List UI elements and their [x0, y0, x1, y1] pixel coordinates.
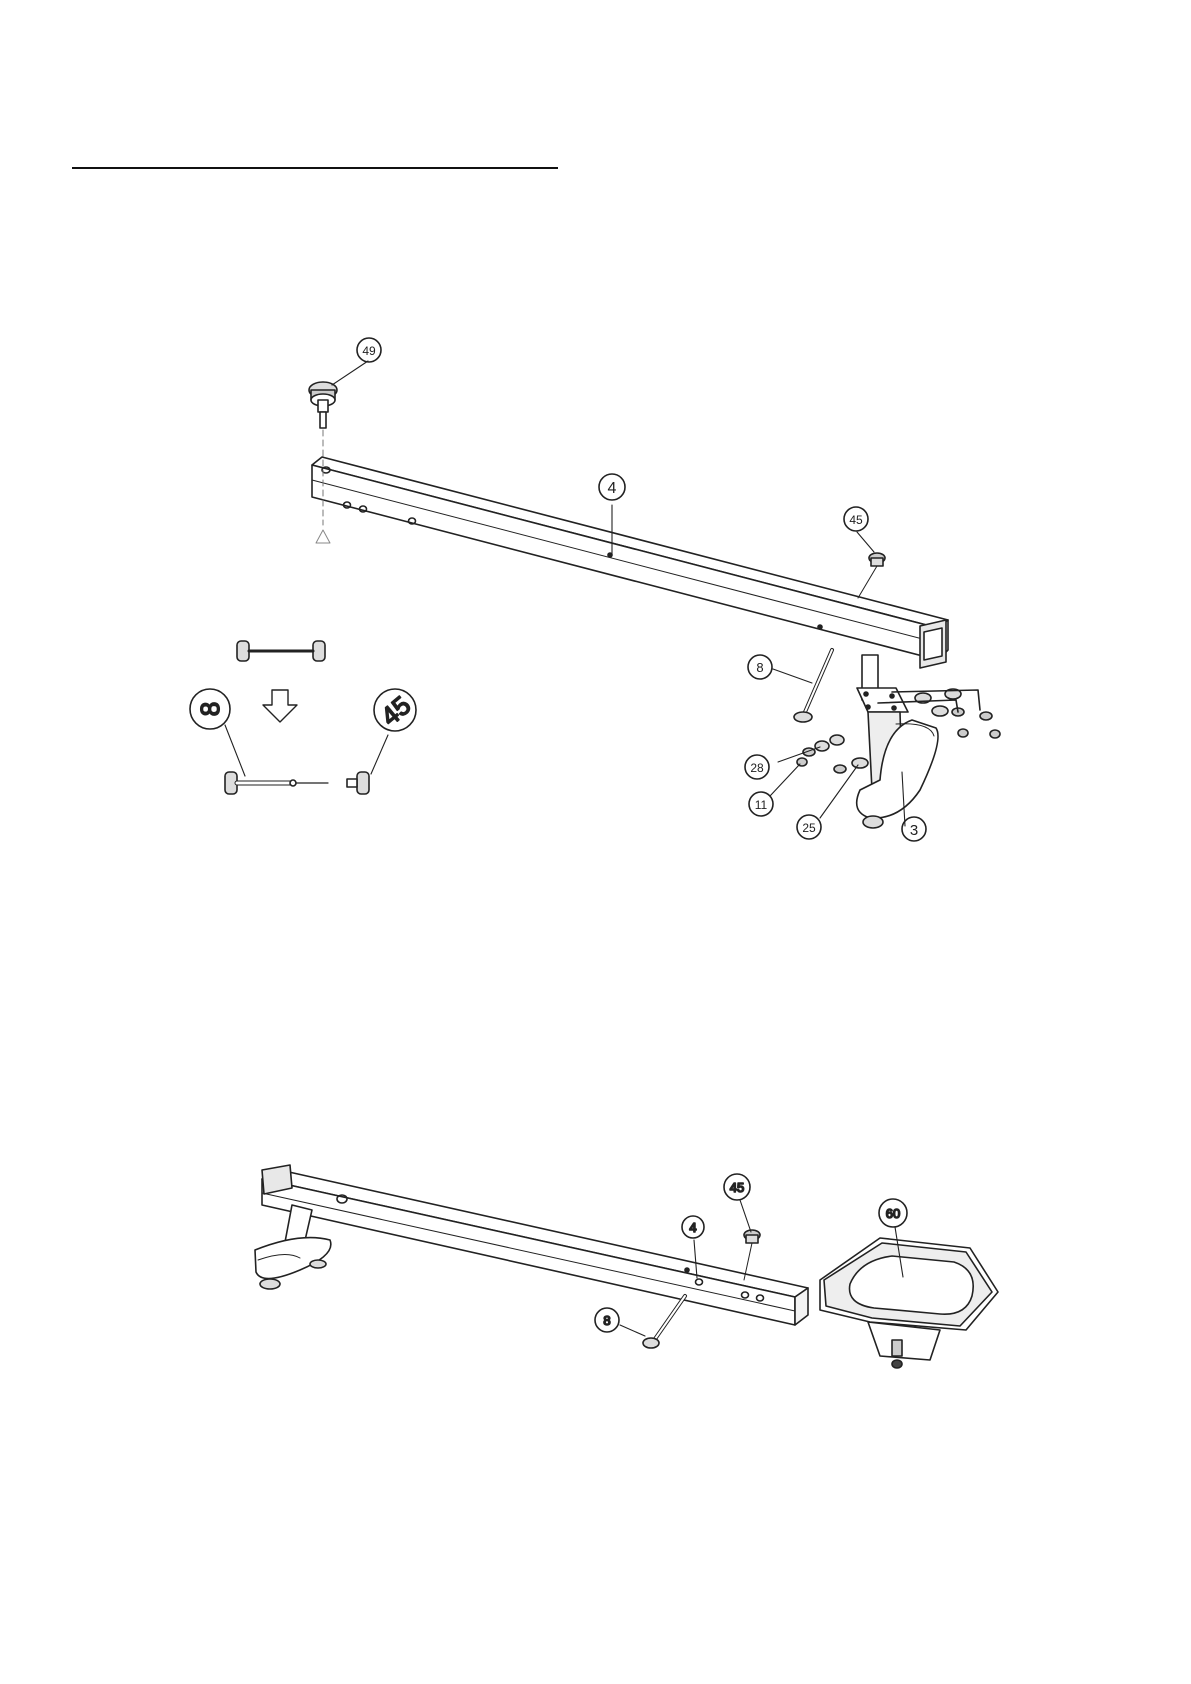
callout-8: 8 — [756, 660, 763, 675]
callout-11: 11 — [755, 798, 768, 812]
main-beam-part4 — [312, 457, 948, 668]
step2-callout-4: 4 — [689, 1220, 696, 1235]
step2-callout-8: 8 — [603, 1313, 610, 1328]
seat-part60 — [820, 1238, 998, 1368]
step2-callout-60: 60 — [886, 1206, 900, 1221]
callout-25: 25 — [802, 821, 816, 835]
callout-28: 28 — [750, 761, 764, 775]
callout-45: 45 — [849, 513, 863, 527]
step2-callout-45: 45 — [730, 1180, 744, 1195]
pin-part8 — [794, 650, 832, 722]
pin-part8 — [643, 1296, 685, 1348]
callout-3: 3 — [910, 822, 918, 839]
bolt-part45 — [744, 1230, 760, 1280]
detail-callout-8: 8 — [195, 702, 225, 716]
rail-part4 — [262, 1165, 808, 1325]
bolt-part45 — [858, 553, 885, 598]
callout-4: 4 — [608, 480, 617, 497]
step2-figure — [255, 1165, 998, 1368]
callout-49: 49 — [362, 344, 376, 358]
step1-figure: 49 4 45 8 28 11 25 3 — [309, 338, 1000, 841]
down-arrow-icon — [263, 690, 297, 722]
front-leg-part3 — [857, 655, 938, 828]
